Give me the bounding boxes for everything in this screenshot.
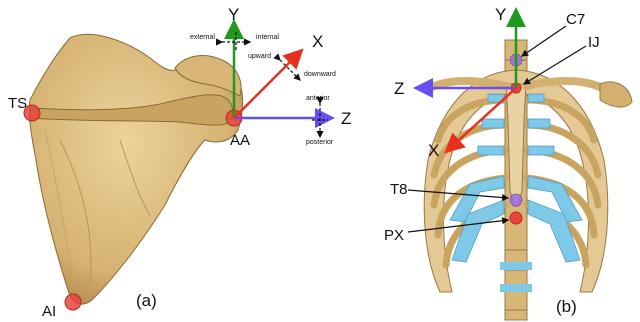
- ai-label: AI: [42, 303, 56, 320]
- x-axis-label-a: X: [312, 32, 323, 51]
- aa-label: AA: [230, 132, 250, 149]
- upward-label: upward: [248, 53, 271, 60]
- y-axis-label-b: Y: [495, 5, 506, 24]
- x-axis-arrow-a: [234, 52, 300, 118]
- ai-marker: [65, 294, 81, 310]
- ts-label: TS: [8, 95, 27, 112]
- z-axis-label-a: Z: [341, 109, 351, 128]
- x-axis-label-b: X: [428, 141, 439, 160]
- px-label: PX: [384, 227, 404, 244]
- t8-label: T8: [390, 181, 408, 198]
- downward-label: downward: [304, 71, 336, 78]
- thorax-panel: Y Z X C7 IJ T8 PX (b): [384, 5, 632, 320]
- y-axis-label-a: Y: [228, 5, 239, 24]
- ij-label: IJ: [588, 34, 600, 51]
- external-label: external: [190, 34, 215, 41]
- t8-marker: [510, 194, 522, 206]
- posterior-label: posterior: [306, 139, 334, 146]
- c7-label: C7: [566, 11, 585, 28]
- z-axis-label-b: Z: [394, 79, 404, 98]
- internal-label: internal: [256, 34, 279, 41]
- anterior-label: anterior: [306, 95, 330, 102]
- panel-a-caption: (a): [136, 291, 157, 310]
- px-marker: [510, 212, 522, 224]
- scapula-panel: TS AA AI Y X Z external internal upward …: [8, 5, 351, 320]
- panel-b-caption: (b): [556, 297, 577, 316]
